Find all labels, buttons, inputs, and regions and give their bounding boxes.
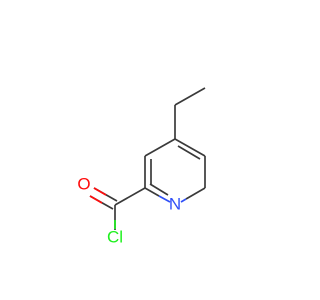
bond-c6-n [185,187,206,200]
bond-carbonyl-o-1-red [93,187,107,196]
molecule-structure: O N Cl [77,87,206,247]
bond-c5-c6-inner [177,145,201,160]
bond-n-c2-dark [144,187,160,197]
bond-c4-c3 [144,138,176,157]
bond-ethyl-ch3-ch2 [174,87,206,106]
bond-carbonyl-o-2-red [89,195,103,204]
bond-c6-n-colored [180,198,187,203]
bond-n-c2-inner [149,183,169,196]
atom-label-chlorine: Cl [107,228,123,247]
bond-n-c2 [158,195,171,203]
atom-label-oxygen: O [77,175,90,194]
atom-label-nitrogen: N [169,195,181,214]
bond-c4-c5 [174,138,206,157]
bond-c2-carbonyl [114,187,146,206]
